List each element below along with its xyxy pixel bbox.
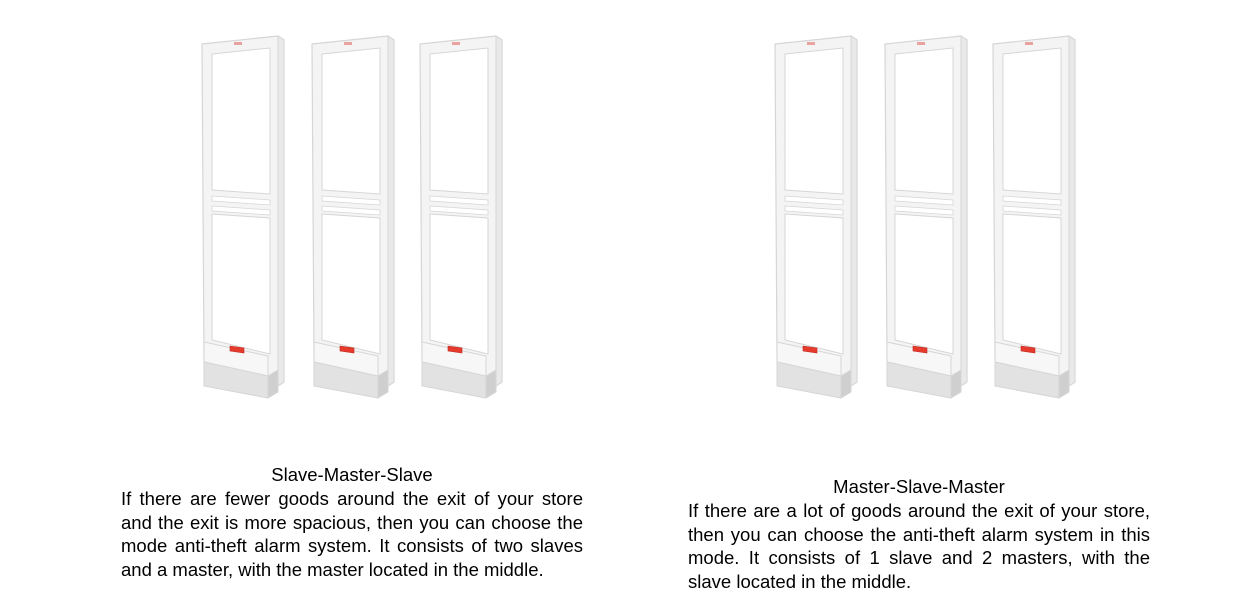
antitheft-gate <box>196 30 288 402</box>
antitheft-gate <box>414 30 506 402</box>
gate-group-right <box>763 30 1076 410</box>
mode-description: If there are a lot of goods around the e… <box>688 500 1150 592</box>
antitheft-gate <box>879 30 971 402</box>
panel-master-slave-master: Master-Slave-Master If there are a lot o… <box>626 0 1252 607</box>
panel-slave-master-slave: Slave-Master-Slave If there are fewer go… <box>121 30 583 580</box>
mode-title: Slave-Master-Slave <box>271 464 433 485</box>
mode-title: Master-Slave-Master <box>833 476 1005 497</box>
antitheft-gate <box>987 30 1079 402</box>
antitheft-gate <box>306 30 398 402</box>
antitheft-gate <box>769 30 861 402</box>
mode-description: If there are fewer goods around the exit… <box>121 488 583 580</box>
gate-group-left <box>196 30 508 410</box>
